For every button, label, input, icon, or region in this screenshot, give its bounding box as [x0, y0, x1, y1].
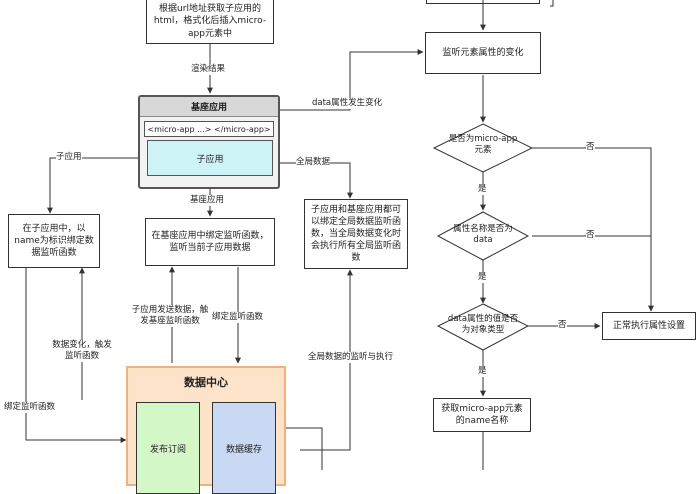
label-child-app: 子应用: [56, 152, 82, 164]
connector-lines: [25, 0, 654, 470]
watch-attr-text: 监听元素属性的变化: [442, 47, 524, 58]
label-global-listen-exec: 全局数据的监听与执行: [308, 352, 394, 364]
decision-is-micro-app-text: 是否为micro-app元素: [448, 134, 518, 155]
base-app-container: 基座应用 <micro-app ...> </micro-app> 子应用: [138, 95, 280, 189]
label-data-attr-changed: data属性发生变化: [312, 98, 383, 110]
publish-subscribe-node: 发布订阅: [136, 402, 200, 494]
child-app-text: 子应用: [196, 154, 224, 165]
watch-attr-node: 监听元素属性的变化: [425, 32, 541, 74]
global-data-text: 子应用和基座应用都可以绑定全局数据监听函数，当全局数据变化时会执行所有全局监听函…: [310, 204, 401, 264]
global-data-node: 子应用和基座应用都可以绑定全局数据监听函数，当全局数据变化时会执行所有全局监听函…: [304, 199, 408, 269]
decision-is-object-text: data属性的值是否为对象类型: [447, 314, 519, 335]
child-bind-node: 在子应用中，以name为标识绑定数据监听函数: [8, 214, 100, 268]
label-bind-listener-left: 绑定监听函数: [4, 402, 56, 414]
label-yes-1: 是: [478, 184, 487, 196]
decision-is-data-text: 属性名称是否为data: [453, 224, 513, 245]
get-name-node: 获取micro-app元素的name名称: [433, 398, 531, 432]
base-bind-listener-text: 在基座应用中绑定监听函数，监听当前子应用数据: [151, 230, 269, 253]
data-cache-text: 数据缓存: [225, 444, 262, 455]
base-bind-listener-node: 在基座应用中绑定监听函数，监听当前子应用数据: [145, 218, 275, 266]
label-no-3: 否: [558, 320, 567, 332]
label-global-data: 全局数据: [296, 157, 331, 169]
normal-set-text: 正常执行属性设置: [612, 320, 685, 331]
label-yes-2: 是: [478, 272, 487, 284]
micro-app-tag-text: <micro-app ...> </micro-app>: [147, 124, 271, 134]
get-name-text: 获取micro-app元素的name名称: [441, 403, 523, 426]
data-center-container: 数据中心 发布订阅 数据缓存: [126, 366, 286, 494]
child-bind-text: 在子应用中，以name为标识绑定数据监听函数: [14, 223, 94, 259]
fetch-html-node: 根据url地址获取子应用的html，格式化后插入micro-app元素中: [146, 0, 274, 44]
micro-app-tag: <micro-app ...> </micro-app>: [144, 121, 274, 137]
top-partial-node: [426, 0, 540, 4]
publish-subscribe-text: 发布订阅: [149, 444, 186, 455]
data-center-title: 数据中心: [184, 376, 228, 389]
label-yes-3: 是: [478, 366, 487, 378]
normal-set-node: 正常执行属性设置: [602, 312, 696, 340]
label-no-2: 否: [586, 230, 595, 242]
label-no-1: 否: [586, 142, 595, 154]
base-app-title: 基座应用: [190, 103, 227, 113]
label-render-result: 渲染结果: [191, 64, 226, 76]
data-cache-node: 数据缓存: [212, 402, 276, 494]
fetch-html-text: 根据url地址获取子应用的html，格式化后插入micro-app元素中: [153, 4, 267, 39]
label-bind-listener: 绑定监听函数: [212, 312, 264, 324]
label-base-app: 基座应用: [190, 195, 225, 207]
label-data-change-trigger: 数据变化，触发监听函数: [50, 340, 114, 363]
child-app-node: 子应用: [147, 140, 273, 176]
base-app-header: 基座应用: [140, 97, 278, 117]
label-child-send: 子应用发送数据，触发基座监听函数: [130, 305, 210, 328]
